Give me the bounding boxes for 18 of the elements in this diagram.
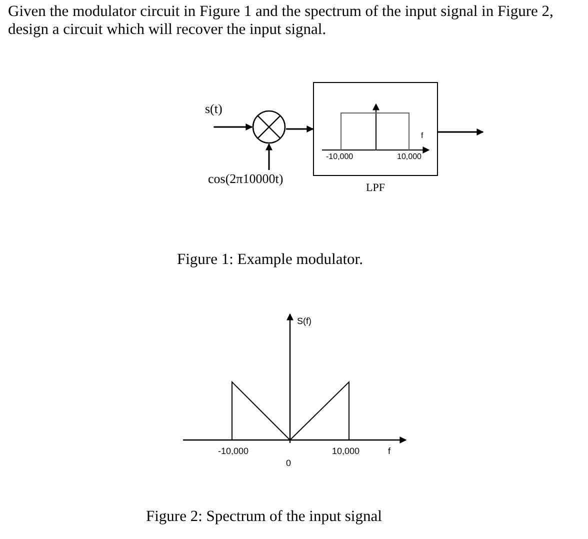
tick-label: -10,000	[326, 152, 354, 162]
signal-label: cos(2π10000t)	[208, 170, 284, 188]
figure-caption: Figure 1: Example modulator.	[177, 251, 363, 269]
arrow	[286, 126, 314, 132]
tick-label: 10,000	[397, 152, 422, 162]
tick-label: 10,000	[332, 446, 360, 456]
axis-label: f	[421, 131, 424, 140]
tick-label: 0	[286, 458, 292, 468]
arrow	[438, 128, 484, 136]
question-text: Given the modulator circuit in Figure 1 and the spectrum of the input signal in Figure 2, design a circuit which will recover the input signal.	[8, 3, 554, 39]
arrow	[266, 143, 272, 170]
tick-label: -10,000	[218, 446, 249, 456]
signal-label: s(t)	[205, 100, 222, 118]
axis-label: S(f)	[297, 316, 312, 326]
figure-caption: Figure 2: Spectrum of the input signal	[146, 508, 382, 526]
axis-label: f	[388, 446, 391, 456]
arrow	[214, 124, 253, 130]
block-label: LPF	[365, 182, 386, 194]
